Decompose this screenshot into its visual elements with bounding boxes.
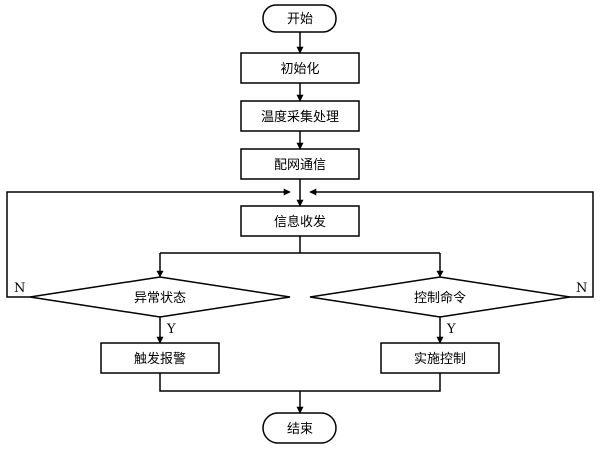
node-start-label: 开始 [287,12,313,27]
label-control-no: N [576,281,587,296]
decision-abnormal-label: 异常状态 [134,291,186,306]
edge-abnormal-no-loop [6,188,291,298]
node-alarm: 触发报警 [100,342,220,374]
decision-abnormal: 异常状态 [29,276,291,318]
decision-control-label: 控制命令 [414,290,466,306]
node-init-label: 初始化 [280,62,319,77]
node-temp: 温度采集处理 [240,100,360,132]
edge-control-no-loop [309,188,594,298]
node-network-label: 配网通信 [274,158,326,173]
node-alarm-label: 触发报警 [134,351,186,367]
label-abnormal-yes: Y [166,322,176,337]
node-end: 结束 [262,412,337,444]
node-msg-label: 信息收发 [274,214,326,230]
label-control-yes: Y [446,322,456,337]
decision-control: 控制命令 [309,276,571,318]
node-start: 开始 [262,4,337,33]
node-temp-label: 温度采集处理 [261,109,339,125]
edge-exec-merge [300,373,441,392]
node-exec: 实施控制 [380,342,500,374]
edges [6,32,594,414]
node-exec-label: 实施控制 [414,352,466,367]
edge-alarm-merge [159,373,300,392]
node-end-label: 结束 [287,422,313,437]
node-network: 配网通信 [240,148,360,180]
node-msg: 信息收发 [240,205,360,237]
node-init: 初始化 [240,52,360,84]
label-abnormal-no: N [14,281,25,296]
